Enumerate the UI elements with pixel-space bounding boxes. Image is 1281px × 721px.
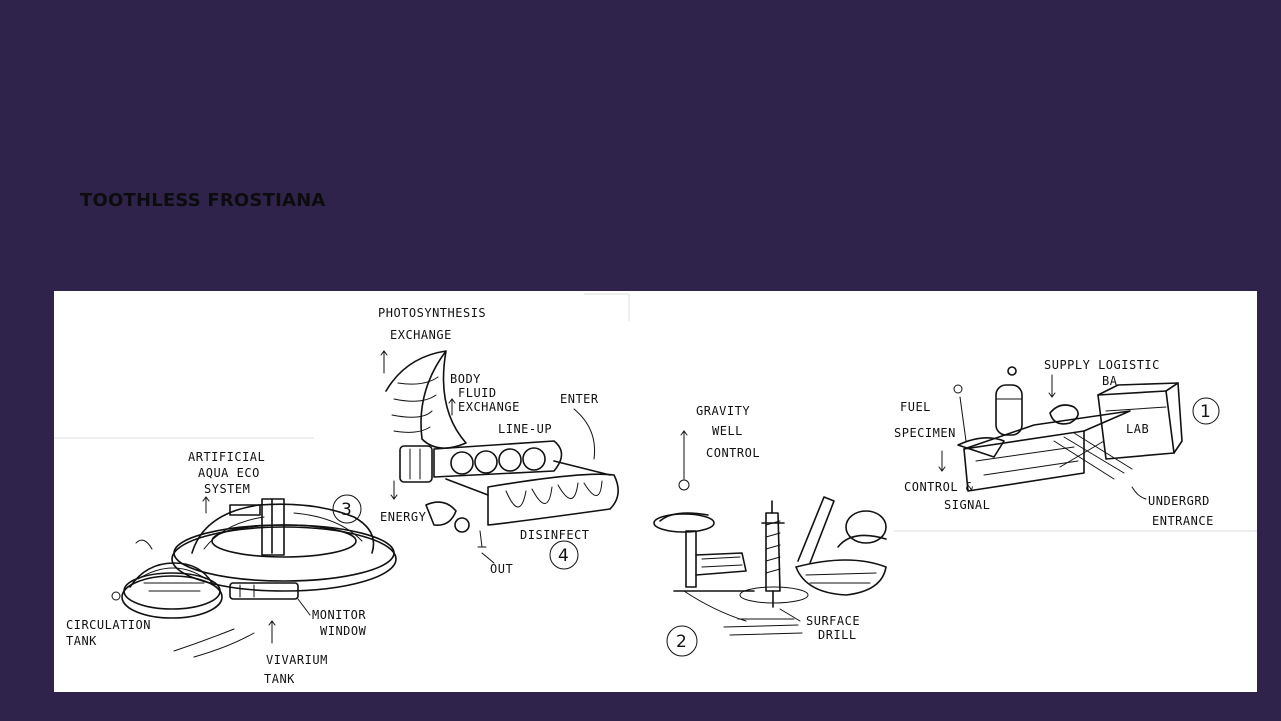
- svg-text:PHOTOSYNTHESIS: PHOTOSYNTHESIS: [378, 306, 486, 320]
- svg-text:SURFACE: SURFACE: [806, 614, 860, 628]
- svg-text:SYSTEM: SYSTEM: [204, 482, 250, 496]
- svg-text:4: 4: [558, 546, 569, 566]
- svg-text:SIGNAL: SIGNAL: [944, 498, 990, 512]
- svg-text:EXCHANGE: EXCHANGE: [390, 328, 452, 342]
- svg-text:3: 3: [341, 500, 352, 520]
- svg-text:ENTRANCE: ENTRANCE: [1152, 514, 1214, 528]
- svg-text:MONITOR: MONITOR: [312, 608, 366, 622]
- svg-text:UNDERGRD: UNDERGRD: [1148, 494, 1210, 508]
- svg-text:ARTIFICIAL: ARTIFICIAL: [188, 450, 265, 464]
- svg-text:LAB: LAB: [1126, 422, 1149, 436]
- svg-text:TANK: TANK: [264, 672, 295, 686]
- svg-text:LINE-UP: LINE-UP: [498, 422, 552, 436]
- svg-text:FUEL: FUEL: [900, 400, 931, 414]
- svg-text:SUPPLY LOGISTIC: SUPPLY LOGISTIC: [1044, 358, 1160, 372]
- svg-text:TANK: TANK: [66, 634, 97, 648]
- svg-text:ENERGY: ENERGY: [380, 510, 427, 524]
- svg-text:CONTROL &: CONTROL &: [904, 480, 974, 494]
- module-2-labels: GRAVITY WELL CONTROL SURFACE DRILL 2: [667, 404, 860, 656]
- svg-text:FLUID: FLUID: [458, 386, 497, 400]
- svg-text:SPECIMEN: SPECIMEN: [894, 426, 956, 440]
- svg-text:CONTROL: CONTROL: [706, 446, 760, 460]
- sketch-panel: ARTIFICIAL AQUA ECO SYSTEM CIRCULATION T…: [54, 291, 1257, 692]
- svg-text:ENTER: ENTER: [560, 392, 599, 406]
- svg-text:WELL: WELL: [712, 424, 743, 438]
- svg-text:AQUA ECO: AQUA ECO: [198, 466, 260, 480]
- module-3-labels: ARTIFICIAL AQUA ECO SYSTEM CIRCULATION T…: [66, 450, 367, 686]
- concept-sketch-illustration: ARTIFICIAL AQUA ECO SYSTEM CIRCULATION T…: [54, 291, 1257, 692]
- svg-text:BODY: BODY: [450, 372, 481, 386]
- svg-text:DISINFECT: DISINFECT: [520, 528, 590, 542]
- svg-text:GRAVITY: GRAVITY: [696, 404, 750, 418]
- svg-text:WINDOW: WINDOW: [320, 624, 367, 638]
- svg-text:2: 2: [676, 632, 687, 652]
- svg-text:OUT: OUT: [490, 562, 513, 576]
- module-4-labels: PHOTOSYNTHESIS EXCHANGE BODY FLUID EXCHA…: [378, 306, 599, 576]
- svg-text:DRILL: DRILL: [818, 628, 857, 642]
- slide-title: TOOTHLESS FROSTIANA: [80, 190, 326, 211]
- svg-text:BA: BA: [1102, 374, 1118, 388]
- svg-text:VIVARIUM: VIVARIUM: [266, 653, 328, 667]
- svg-text:1: 1: [1200, 402, 1211, 422]
- svg-text:CIRCULATION: CIRCULATION: [66, 618, 151, 632]
- svg-text:EXCHANGE: EXCHANGE: [458, 400, 520, 414]
